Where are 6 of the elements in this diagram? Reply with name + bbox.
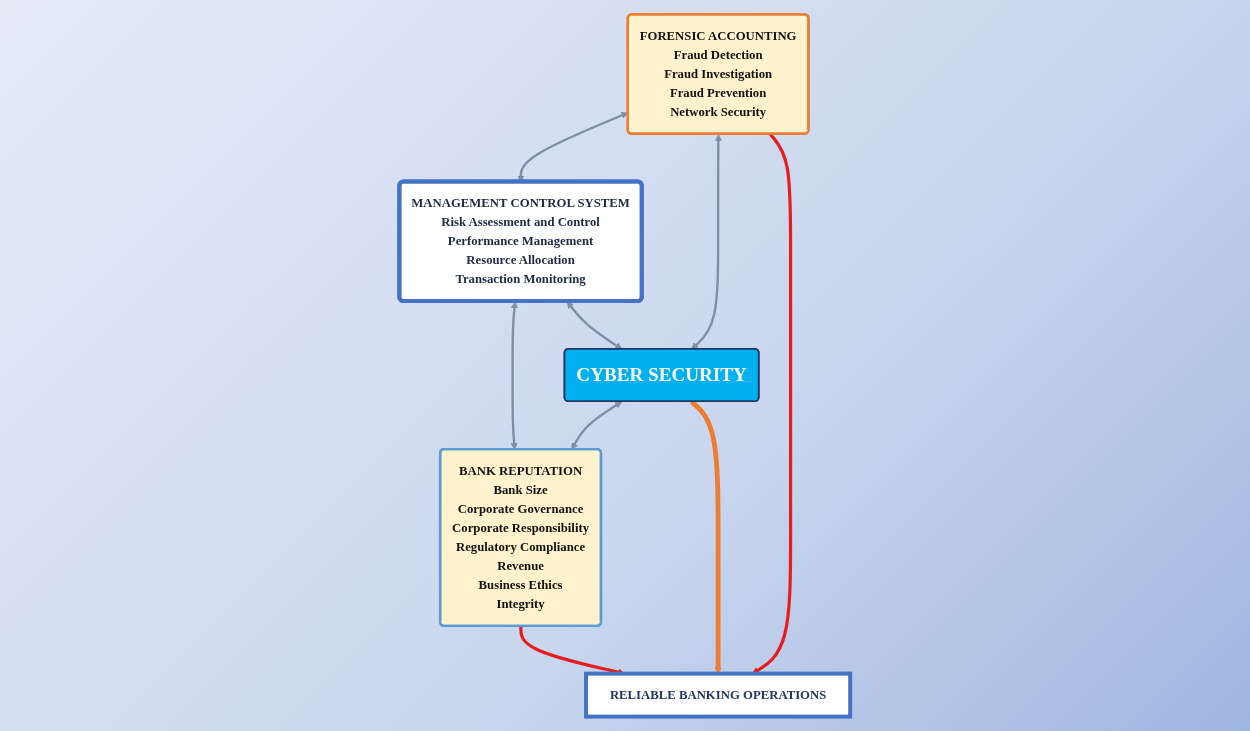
- node-box: RELIABLE BANKING OPERATIONS: [584, 671, 853, 719]
- arrow: [752, 133, 793, 674]
- arrow: [571, 401, 623, 450]
- arrow: [567, 301, 623, 350]
- arrow: [691, 134, 723, 350]
- arrow: [510, 301, 519, 450]
